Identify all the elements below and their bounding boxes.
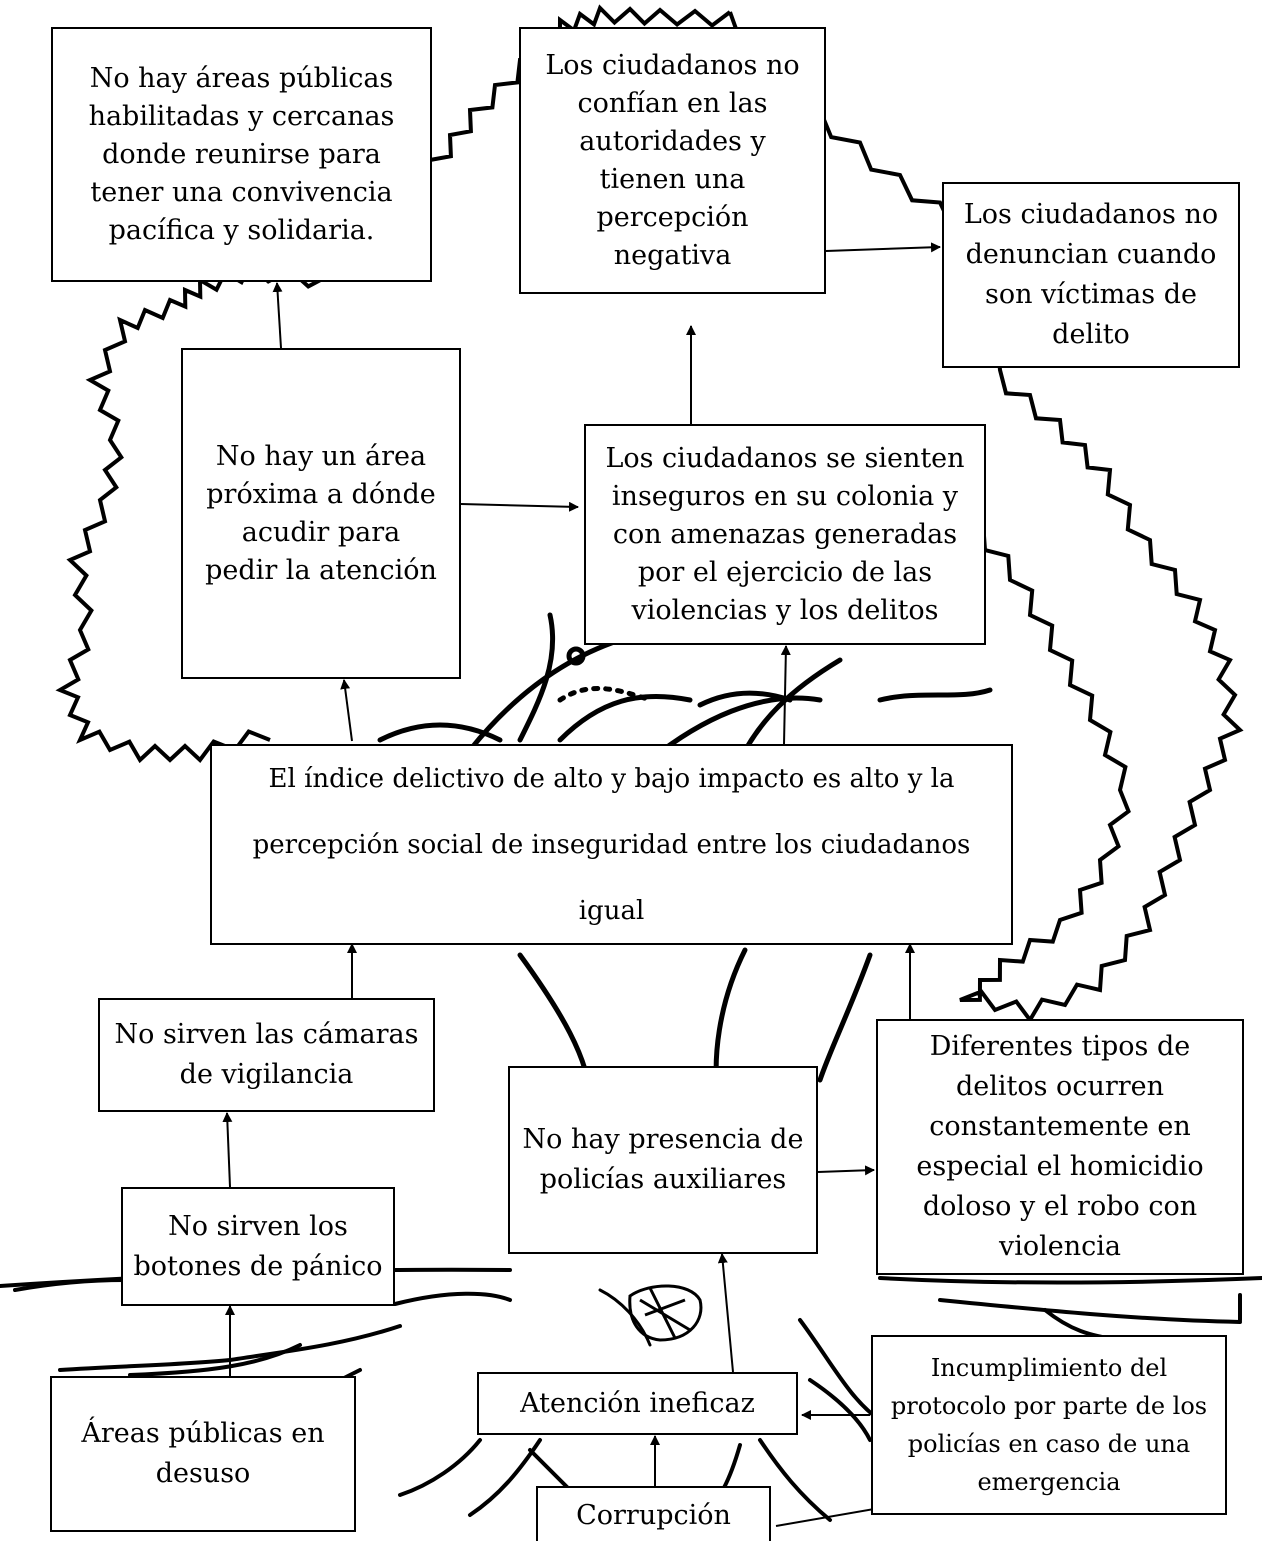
node-no-area-proxima: No hay un área próxima a dónde acudir pa… [181,348,461,679]
node-no-denuncian-text: Los ciudadanos no denuncian cuando son v… [963,199,1219,350]
node-se-sienten-inseguros: Los ciudadanos se sienten inseguros en s… [584,424,986,645]
node-se-sienten-inseguros-text: Los ciudadanos se sienten inseguros en s… [605,442,965,626]
node-botones-panico-text: No sirven los botones de pánico [133,1210,383,1282]
node-no-confian: Los ciudadanos no confían en las autorid… [519,27,826,294]
node-tipos-delitos: Diferentes tipos de delitos ocurren cons… [876,1019,1244,1275]
node-no-area-proxima-text: No hay un área próxima a dónde acudir pa… [205,440,437,586]
node-corrupcion-text: Corrupción [576,1500,731,1531]
arrow-indice-to-area-proxima [340,679,353,742]
arrow-area-proxima-to-areas-publicas [272,282,283,349]
node-no-confian-text: Los ciudadanos no confían en las autorid… [545,49,800,271]
node-no-areas-publicas: No hay áreas públicas habilitadas y cerc… [51,27,432,282]
node-no-denuncian: Los ciudadanos no denuncian cuando son v… [942,182,1240,368]
arrow-atencion-to-policias [717,1253,734,1373]
node-incumplimiento: Incumplimiento del protocolo por parte d… [871,1335,1227,1515]
node-atencion-ineficaz: Atención ineficaz [477,1372,798,1435]
node-atencion-ineficaz-text: Atención ineficaz [520,1387,755,1419]
node-camaras: No sirven las cámaras de vigilancia [98,998,435,1112]
arrow-area-proxima-to-inseguros [460,501,579,512]
node-tipos-delitos-text: Diferentes tipos de delitos ocurren cons… [916,1031,1204,1262]
root-knot [628,1284,703,1342]
node-policias-auxiliares: No hay presencia de policías auxiliares [508,1066,818,1254]
arrow-botones-to-camaras [222,1112,233,1188]
arrow-policias-to-tipos-delitos [817,1165,875,1176]
node-policias-auxiliares-text: No hay presencia de policías auxiliares [522,1124,804,1195]
node-incumplimiento-text: Incumplimiento del protocolo por parte d… [890,1354,1208,1496]
node-areas-desuso: Áreas públicas en desuso [50,1376,356,1532]
arrow-indice-to-inseguros [780,645,791,745]
node-indice-delictivo: El índice delictivo de alto y bajo impac… [210,744,1013,945]
node-corrupcion: Corrupción [536,1486,771,1541]
node-indice-delictivo-text: El índice delictivo de alto y bajo impac… [252,763,971,926]
node-botones-panico: No sirven los botones de pánico [121,1187,395,1306]
node-camaras-text: No sirven las cámaras de vigilancia [114,1019,419,1090]
node-areas-desuso-text: Áreas públicas en desuso [81,1418,325,1489]
node-no-areas-publicas-text: No hay áreas públicas habilitadas y cerc… [88,62,395,246]
arrow-no-confian-to-no-denuncian [825,242,941,253]
